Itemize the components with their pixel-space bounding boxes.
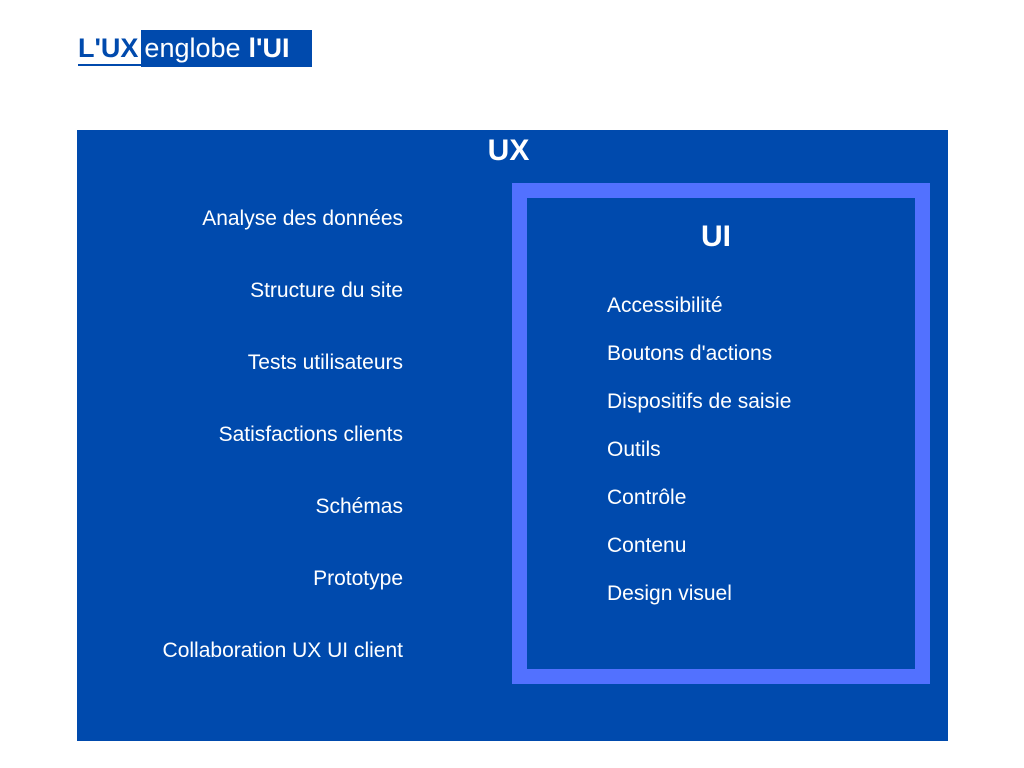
ui-item: Contrôle [607, 486, 687, 509]
ux-item: Collaboration UX UI client [162, 639, 403, 662]
ux-item: Prototype [313, 567, 403, 590]
ui-item: Boutons d'actions [607, 342, 773, 365]
ux-item: Analyse des données [202, 207, 403, 230]
page-title: L'UX englobe l'UI [78, 30, 313, 67]
ux-item-list: Analyse des données Structure du site Te… [163, 204, 403, 708]
ux-heading: UX [77, 132, 948, 170]
ux-item: Structure du site [250, 279, 403, 302]
ux-item: Satisfactions clients [218, 423, 403, 446]
ui-item: Outils [607, 438, 661, 461]
ui-item: Design visuel [607, 582, 732, 605]
ux-item: Tests utilisateurs [247, 351, 403, 374]
ux-item: Schémas [315, 495, 403, 518]
title-ui: l'UI [248, 33, 290, 63]
ui-item-list: Accessibilité Boutons d'actions Disposit… [607, 291, 791, 627]
ux-panel: UX Analyse des données Structure du site… [77, 130, 948, 741]
title-englobe: englobe [144, 33, 241, 63]
ui-item: Dispositifs de saisie [607, 390, 792, 413]
ui-panel: UI Accessibilité Boutons d'actions Dispo… [512, 183, 930, 684]
ui-item: Contenu [607, 534, 687, 557]
ux-heading-label: UX [487, 134, 530, 167]
title-highlight-box: englobe l'UI [141, 30, 313, 67]
ui-heading: UI [701, 220, 731, 253]
ui-item: Accessibilité [607, 294, 723, 317]
title-ux-underlined: L'UX [78, 30, 142, 66]
